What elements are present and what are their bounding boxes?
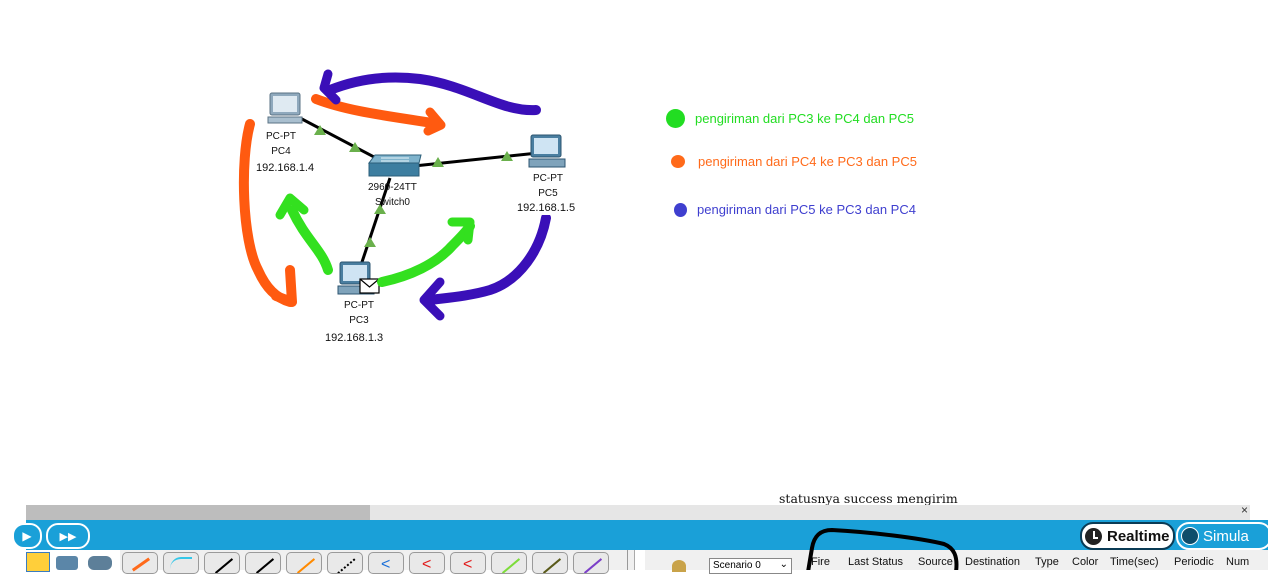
cable-console[interactable] [163,552,199,574]
cable-serial-dce[interactable]: < [409,552,445,574]
pc4-ip-label: 192.168.1.4 [254,161,317,175]
green-arrowhead [447,217,475,245]
purple-arrowhead [419,277,445,321]
column-last-status: Last Status [848,556,904,568]
bottom-panel: < < < Scenario 0⌄ Fire Last Status Sourc… [26,550,1268,574]
cable-cross[interactable] [245,552,281,574]
orange-arrow [311,94,443,129]
fast-forward-button[interactable]: ▶▶ [46,523,90,549]
scrollbar-thumb[interactable] [26,505,370,520]
switch-icon[interactable] [368,154,422,177]
column-source: Source [918,556,953,568]
purple-arrowhead [319,69,341,105]
time-toolbar: ▶ ▶▶ Realtime Simula [12,520,1268,550]
simulation-button[interactable]: Simula [1176,522,1268,550]
purple-arrow [325,72,541,116]
column-periodic: Periodic [1174,556,1214,568]
green-blob-icon [666,109,685,128]
play-icon: ▶ [22,529,32,543]
legend-green: pengiriman dari PC3 ke PC4 dan PC5 [666,109,914,128]
column-destination: Destination [965,556,1021,568]
orange-blob-icon [671,155,685,168]
connections-category-icon[interactable] [26,552,50,572]
chevron-down-icon: ⌄ [779,559,788,570]
cable-fiber[interactable] [286,552,322,574]
pc3-ip-label: 192.168.1.3 [323,331,386,345]
column-color: Color [1072,556,1099,568]
workspace-scrollbar[interactable]: × [26,503,1250,520]
pc-icon[interactable] [267,92,303,124]
pc5-ip-label: 192.168.1.5 [515,201,578,215]
clock-icon [1085,527,1102,545]
cable-iot[interactable] [532,552,568,574]
envelope-icon [359,278,380,294]
column-fire: Fire [811,556,830,568]
column-type: Type [1035,556,1059,568]
realtime-button[interactable]: Realtime [1080,522,1175,550]
link-switch0-pc3[interactable] [358,177,392,269]
device-category-panel [26,550,120,572]
info-icon[interactable] [672,560,686,572]
link-light-icon [374,204,386,214]
misc-category-icon[interactable] [88,556,112,570]
purple-blob-icon [674,202,687,217]
play-button[interactable]: ▶ [12,523,42,549]
legend-orange: pengiriman dari PC4 ke PC3 dan PC5 [671,154,917,169]
link-light-icon [501,151,513,161]
legend-green-text: pengiriman dari PC3 ke PC4 dan PC5 [695,111,914,126]
status-annotation: statusnya success mengirim [779,491,958,506]
legend-purple-text: pengiriman dari PC5 ke PC3 dan PC4 [697,202,916,217]
column-num: Num [1226,556,1250,568]
cable-auto[interactable] [122,552,158,574]
cable-straight[interactable] [204,552,240,574]
legend-orange-text: pengiriman dari PC4 ke PC3 dan PC5 [698,154,917,169]
cable-coax[interactable]: < [368,552,404,574]
green-arrow [287,205,333,275]
panel-divider [627,550,628,570]
legend-purple: pengiriman dari PC5 ke PC3 dan PC4 [674,202,916,217]
cable-phone[interactable] [327,552,363,574]
simulation-icon [1181,527,1199,545]
close-icon[interactable]: × [1240,503,1248,517]
end-devices-category-icon[interactable] [56,556,78,570]
fast-forward-icon: ▶▶ [59,530,77,543]
cable-octal[interactable] [491,552,527,574]
column-time: Time(sec) [1110,556,1159,568]
link-light-icon [349,142,361,152]
green-arrowhead [275,193,309,220]
orange-arrowhead [423,107,446,136]
purple-arrow [425,213,551,305]
scenario-select[interactable]: Scenario 0⌄ [709,558,792,574]
link-light-icon [432,157,444,167]
link-light-icon [364,237,376,247]
panel-scrollbar[interactable] [634,550,645,570]
simulation-label: Simula [1203,527,1249,545]
green-arrow [377,221,475,287]
pc-icon[interactable] [528,134,566,168]
realtime-label: Realtime [1107,527,1170,545]
cable-serial-dte[interactable]: < [450,552,486,574]
topology-canvas[interactable] [0,0,1268,505]
link-light-icon [314,125,326,135]
orange-arrowhead [271,265,297,307]
cable-usb[interactable] [573,552,609,574]
